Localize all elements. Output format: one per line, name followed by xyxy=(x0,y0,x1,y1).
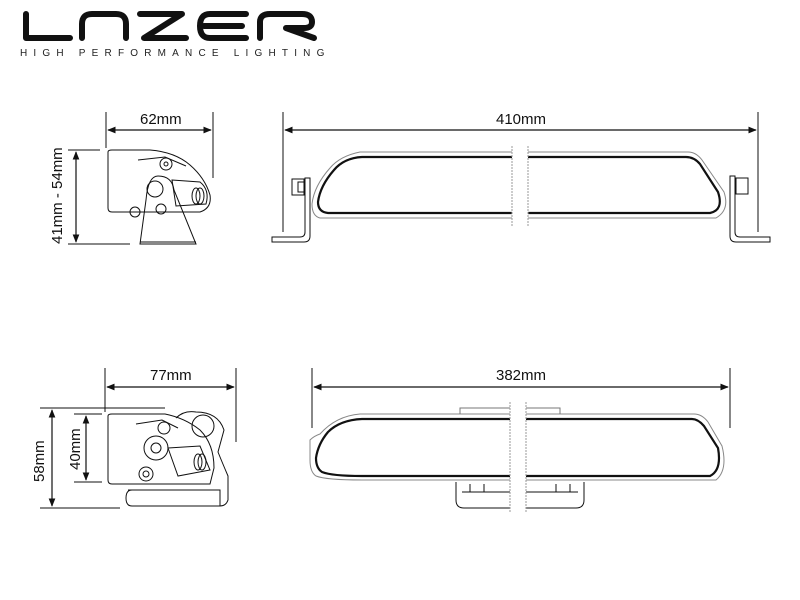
dim-58mm: 58mm xyxy=(31,440,48,482)
lower-side-view: 77mm 58mm 40mm xyxy=(31,367,237,509)
dim-410mm: 410mm xyxy=(496,111,546,128)
lower-front-view: 382mm xyxy=(309,367,731,512)
dim-41-54mm: 41mm - 54mm xyxy=(49,147,66,244)
dim-77mm: 77mm xyxy=(150,367,192,384)
dim-40mm: 40mm xyxy=(67,428,84,470)
dim-382mm: 382mm xyxy=(496,367,546,384)
dim-62mm: 62mm xyxy=(140,111,182,128)
upper-front-view: 410mm xyxy=(271,111,771,243)
upper-side-view: 62mm 41mm - 54mm xyxy=(49,111,214,245)
lazer-logo xyxy=(23,11,317,41)
brand-tagline: HIGH PERFORMANCE LIGHTING xyxy=(20,48,331,59)
